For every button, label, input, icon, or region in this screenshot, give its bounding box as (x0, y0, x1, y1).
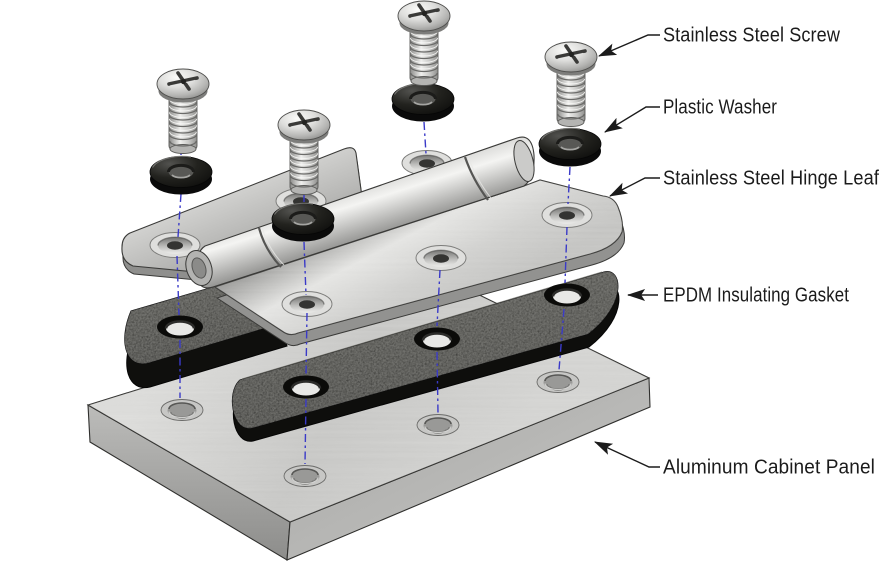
leader-hinge-leaf (609, 177, 660, 197)
gasket-main-hole-2 (412, 326, 462, 352)
stainless-screw-1 (155, 67, 211, 156)
plastic-washer-2 (270, 201, 336, 243)
gasket-left-hole (155, 314, 205, 340)
epdm-gasket-main (231, 271, 620, 442)
hinge-hole-right (541, 201, 593, 229)
leader-aluminum-panel (594, 441, 660, 468)
hinge-hole-bottom (281, 290, 333, 318)
label-aluminum-cabinet-panel: Aluminum Cabinet Panel (663, 456, 875, 479)
label-epdm-insulating-gasket: EPDM Insulating Gasket (663, 284, 849, 307)
stainless-steel-hinge-leaf (121, 136, 625, 347)
knuckle-cut-highlight-1 (261, 226, 285, 266)
panel-threaded-hole-1 (160, 398, 204, 422)
plastic-washer-1 (148, 154, 214, 196)
knuckle-cut-line-2 (463, 156, 489, 201)
centerline-column-2 (303, 194, 308, 465)
hinge-hole-center (415, 244, 467, 272)
leader-stainless-steel-screw (598, 34, 660, 57)
label-plastic-washer: Plastic Washer (663, 96, 777, 119)
panel-threaded-hole-3 (416, 413, 460, 437)
knuckle-cut-highlight-2 (467, 155, 492, 199)
callouts: Stainless Steel Screw Plastic Washer Sta… (594, 24, 879, 479)
label-stainless-steel-screw: Stainless Steel Screw (663, 24, 840, 47)
label-stainless-steel-hinge-leaf: Stainless Steel Hinge Leaf (663, 167, 879, 190)
panel-threaded-hole-2 (283, 464, 327, 488)
stainless-screw-4 (543, 40, 599, 129)
panel-threaded-hole-4 (536, 370, 580, 394)
centerline-column-4 (558, 166, 571, 371)
gasket-top-edge-highlight (241, 271, 603, 380)
centerline-column-3 (423, 121, 427, 155)
stainless-screw-3 (396, 0, 452, 88)
knuckle-cut-line-1 (257, 227, 282, 268)
plastic-washer-4 (537, 126, 603, 168)
gasket-main-hole-1 (281, 374, 331, 400)
hinge-pin-left-center (191, 257, 207, 279)
hinge-barrel-end-cap-right (513, 140, 535, 182)
gasket-main-hole-3 (542, 282, 592, 308)
gasket-main-texture (232, 271, 618, 429)
plastic-washer-3 (390, 81, 456, 123)
leader-plastic-washer (604, 106, 660, 133)
centerline-column-center (436, 269, 441, 414)
